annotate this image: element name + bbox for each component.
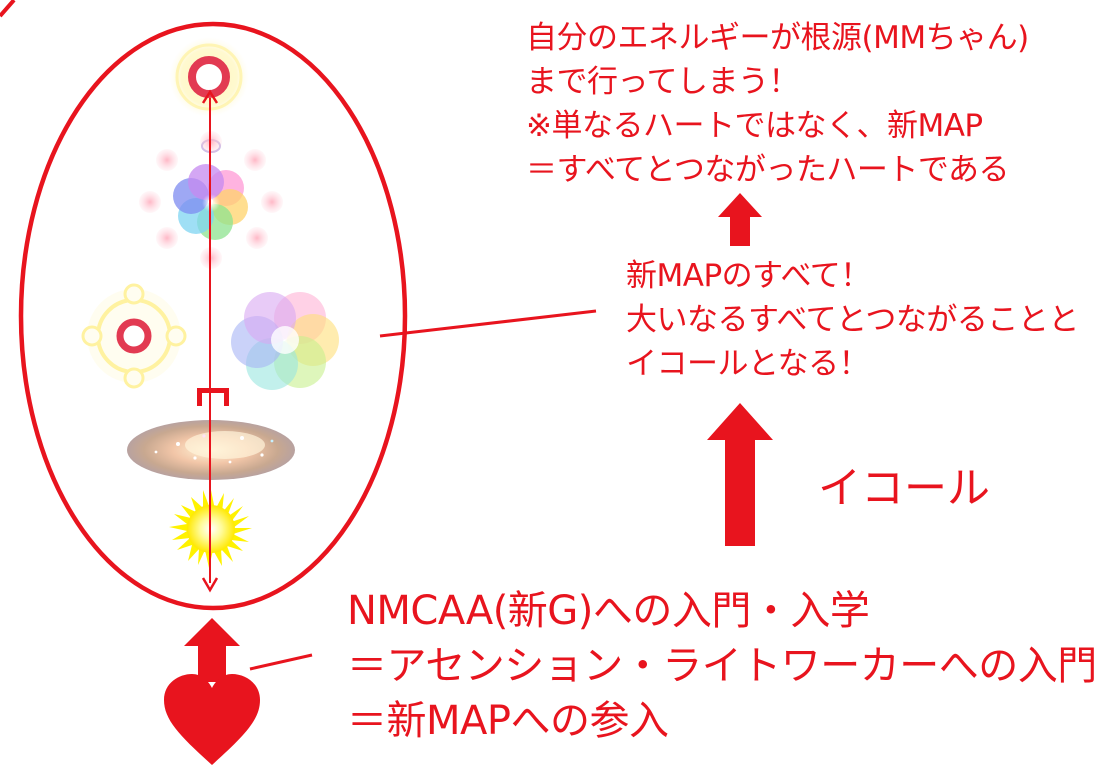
connector-line-middle — [379, 309, 597, 338]
bottom-annotation-line: NMCAA(新G)への入門・入学 — [347, 588, 870, 634]
heart-icon — [164, 674, 260, 765]
bottom-annotation: NMCAA(新G)への入門・入学 ＝アセンション・ライトワーカーへの入門 ＝新M… — [347, 584, 1097, 749]
up-arrow-small-icon — [718, 193, 762, 246]
up-arrow-large-icon — [707, 403, 773, 546]
circle-of-circles-icon — [139, 131, 283, 269]
bracket-icon — [197, 388, 229, 406]
corner-stroke — [0, 0, 16, 18]
up-arrow-heart-icon — [184, 618, 240, 682]
bottom-annotation-line: ＝新MAPへの参入 — [347, 698, 669, 744]
middle-annotation-line: イコールとなる！ — [626, 346, 870, 382]
top-annotation-line: 自分のエネルギーが根源(MMちゃん) — [526, 20, 1029, 56]
middle-annotation-line: 新MAPのすべて！ — [626, 258, 871, 294]
main-ellipse — [18, 21, 408, 611]
connector-line-bottom — [249, 653, 313, 671]
middle-annotation: 新MAPのすべて！ 大いなるすべてとつながることと イコールとなる！ — [626, 254, 1079, 386]
top-annotation: 自分のエネルギーが根源(MMちゃん) まで行ってしまう！ ※単なるハートではなく… — [526, 16, 1029, 192]
equal-label: イコール — [818, 464, 990, 514]
rainbow-flower-icon — [173, 164, 248, 240]
top-annotation-line: ※単なるハートではなく、新MAP — [526, 108, 983, 144]
vertical-double-arrow — [201, 89, 219, 593]
bottom-annotation-line: ＝アセンション・ライトワーカーへの入門 — [347, 643, 1097, 689]
top-annotation-line: ＝すべてとつながったハートである — [526, 152, 1010, 188]
ring-mandala-icon — [81, 283, 187, 389]
top-annotation-line: まで行ってしまう！ — [526, 64, 799, 100]
rainbow-petal-icon — [231, 292, 339, 390]
middle-annotation-line: 大いなるすべてとつながることと — [626, 302, 1079, 338]
